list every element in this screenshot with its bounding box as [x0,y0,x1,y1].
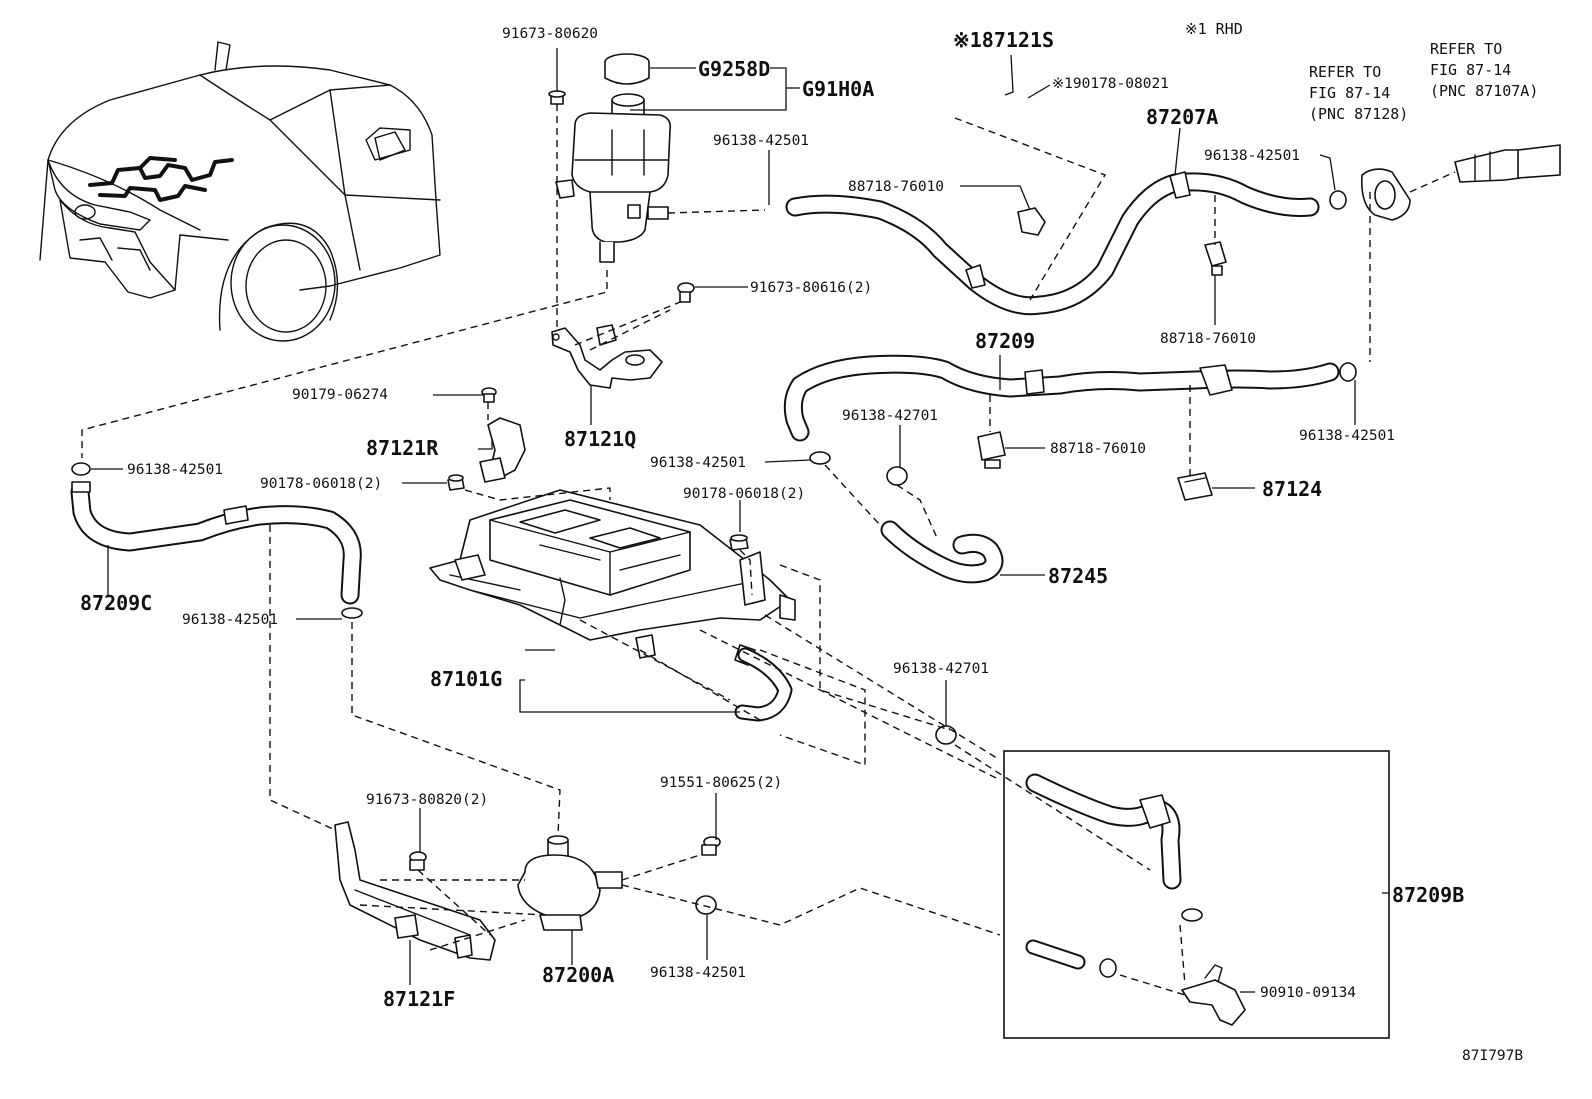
hose-87209c-illustration [70,462,363,619]
label-87245: 87245 [1048,564,1108,588]
label-g9258d: G9258D [698,57,770,81]
bracket-87121f-illustration [334,821,496,961]
leader-lines [91,48,1389,993]
label-87121s: ※187121S [953,28,1054,52]
label-91551-80625: 91551-80625(2) [660,775,782,791]
label-90178-06018-a: 90178-06018(2) [260,476,382,492]
label-91673-80820: 91673-80820(2) [366,792,488,808]
linkage-lines [81,104,1456,996]
label-87207a: 87207A [1146,105,1218,129]
clamp-96138-42701-lower-illustration [935,725,957,745]
label-refer-to-1-line2: FIG 87-14 [1309,84,1390,102]
vehicle-locator-illustration [39,41,441,342]
label-g91h0a: G91H0A [802,77,874,101]
label-90178-08021: ※190178-08021 [1052,76,1169,92]
figure-code: 87I797B [1462,1048,1523,1064]
part-labels: 91673-80620 G9258D G91H0A 96138-42501 91… [80,20,1538,1064]
label-91673-80620: 91673-80620 [502,26,598,42]
label-refer-to-1-line1: REFER TO [1309,63,1381,81]
hose-87209-illustration [783,354,1357,501]
label-refer-to-1-line3: (PNC 87128) [1309,105,1408,123]
hose-87245-illustration [880,520,1004,584]
label-90910-09134: 90910-09134 [1260,985,1356,1001]
label-91673-80616: 91673-80616(2) [750,280,872,296]
label-96138-42501-e: 96138-42501 [1204,148,1300,164]
label-88718-76010-c: 88718-76010 [1050,441,1146,457]
water-pump-87200a-illustration [517,835,721,931]
inverter-assembly-illustration [429,474,796,722]
label-90178-06018-b: 90178-06018(2) [683,486,805,502]
label-96138-42501-f: 96138-42501 [1299,428,1395,444]
label-87121q: 87121Q [564,427,636,451]
label-96138-42501-b: 96138-42501 [127,462,223,478]
hose-set-87209b-illustration [1025,773,1246,1026]
label-96138-42701-a: 96138-42701 [842,408,938,424]
grommet-and-pipe-illustration [1360,144,1561,221]
label-96138-42501-g: 96138-42501 [650,965,746,981]
label-96138-42501-c: 96138-42501 [182,612,278,628]
label-88718-76010-a: 88718-76010 [848,179,944,195]
label-96138-42501-a: 96138-42501 [713,133,809,149]
label-96138-42501-d: 96138-42501 [650,455,746,471]
label-87209b: 87209B [1392,883,1464,907]
label-87101g: 87101G [430,667,502,691]
label-87121f: 87121F [383,987,455,1011]
label-refer-to-2-line2: FIG 87-14 [1430,61,1511,79]
label-90179-06274: 90179-06274 [292,387,388,403]
bracket-87121r-illustration [479,387,526,483]
bracket-87121q-illustration [551,282,695,389]
label-87121r: 87121R [366,436,439,460]
label-88718-76010-b: 88718-76010 [1160,331,1256,347]
label-87209c: 87209C [80,591,152,615]
label-refer-to-2-line3: (PNC 87107A) [1430,82,1538,100]
label-87124: 87124 [1262,477,1322,501]
label-87209: 87209 [975,329,1035,353]
label-96138-42701-b: 96138-42701 [893,661,989,677]
label-rhd-note: ※1 RHD [1185,20,1243,38]
hose-set-87209b-box [1003,750,1390,1039]
label-refer-to-2-line1: REFER TO [1430,40,1502,58]
reservoir-tank-illustration [548,53,672,263]
label-87200a: 87200A [542,963,614,987]
